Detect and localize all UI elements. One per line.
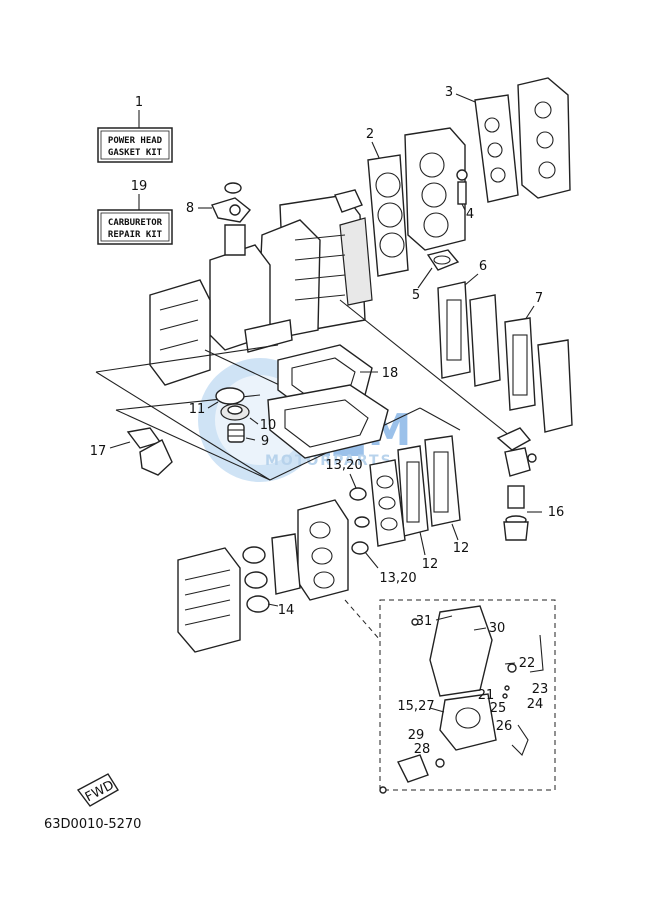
carb-leader [344,599,381,641]
callout-10: 10 [260,418,277,433]
part-6-exhaust-gasket[interactable]: 6 [437,259,501,387]
callout-18: 18 [382,366,399,381]
callout-8: 8 [186,201,194,216]
callout-15-27: 15,27 [397,699,434,714]
part-16-fuel-filter[interactable]: 16 [496,427,565,541]
cylinder-head [404,127,466,251]
callout-13-20b: 13,20 [379,571,416,586]
kit-19-line1: CARBURETOR [108,218,163,228]
callout-25: 25 [490,701,507,716]
intake-manifold [297,499,349,601]
part-14-manifold-gasket[interactable]: 14 [242,533,301,618]
callout-21: 21 [478,688,495,703]
carburetor-repair-kit[interactable]: 19 CARBURETOR REPAIR KIT [97,179,173,245]
part-17-cover-gasket[interactable]: 17 [90,427,173,476]
callout-4: 4 [466,207,474,222]
callout-22: 22 [519,656,536,671]
kit-1-line1: POWER HEAD [108,136,163,146]
part-13-20-lower[interactable]: 13,20 [351,541,417,586]
callout-17: 17 [90,444,107,459]
part-8-bracket[interactable]: 8 [186,182,251,223]
callout-12a: 12 [422,557,439,572]
fwd-indicator: FWD [76,773,119,807]
callout-11: 11 [189,402,206,417]
callout-1: 1 [135,95,143,110]
callout-23: 23 [532,682,549,697]
callout-28: 28 [414,742,431,757]
cylinder-head-cover [517,77,571,199]
part-3-head-cover-gasket[interactable]: 3 [445,85,519,203]
watermark-text: MOTORPARTS [265,453,393,469]
carb-callouts: 31 30 22 23 21 24 15,27 25 26 29 28 [397,614,548,757]
kit-19-line2: REPAIR KIT [108,230,163,240]
part-4-thermostat[interactable]: 4 [456,169,474,222]
callout-6: 6 [479,259,487,274]
callout-9: 9 [261,434,269,449]
exhaust-cover-left [149,279,211,386]
part-5-cover-gasket[interactable]: 5 [412,249,460,303]
carburetor-detail-box [379,599,556,794]
part-7-exhaust-cover-gasket[interactable]: 7 [504,291,573,433]
callout-7: 7 [535,291,543,306]
callout-12b: 12 [453,541,470,556]
drive-shaft-housing-base [267,384,389,459]
part-2-head-gasket[interactable]: 2 [366,127,409,277]
diagram-code: 63D0010-5270 [44,817,141,832]
part-12-reed-valve-gasket[interactable]: 12 12 [397,435,470,572]
part-9-seal[interactable]: 9 [227,423,269,449]
kit-1-line2: GASKET KIT [108,148,163,158]
part-13-20-upper[interactable]: 13,20 [325,458,370,528]
callout-13-20a: 13,20 [325,458,362,473]
callout-29: 29 [408,728,425,743]
callout-30: 30 [489,621,506,636]
callout-26: 26 [496,719,513,734]
reed-valve-assembly [369,459,406,547]
callout-3: 3 [445,85,453,100]
part-10-oil-seal[interactable]: 10 [220,403,277,433]
power-head-gasket-kit[interactable]: 1 POWER HEAD GASKET KIT [97,95,173,163]
callout-14: 14 [278,603,295,618]
callout-31: 31 [416,614,433,629]
callout-2: 2 [366,127,374,142]
leader-lines [204,299,516,441]
callout-24: 24 [527,697,544,712]
callout-16: 16 [548,505,565,520]
callout-5: 5 [412,288,420,303]
intake-silencer [177,547,241,653]
callout-19: 19 [131,179,148,194]
